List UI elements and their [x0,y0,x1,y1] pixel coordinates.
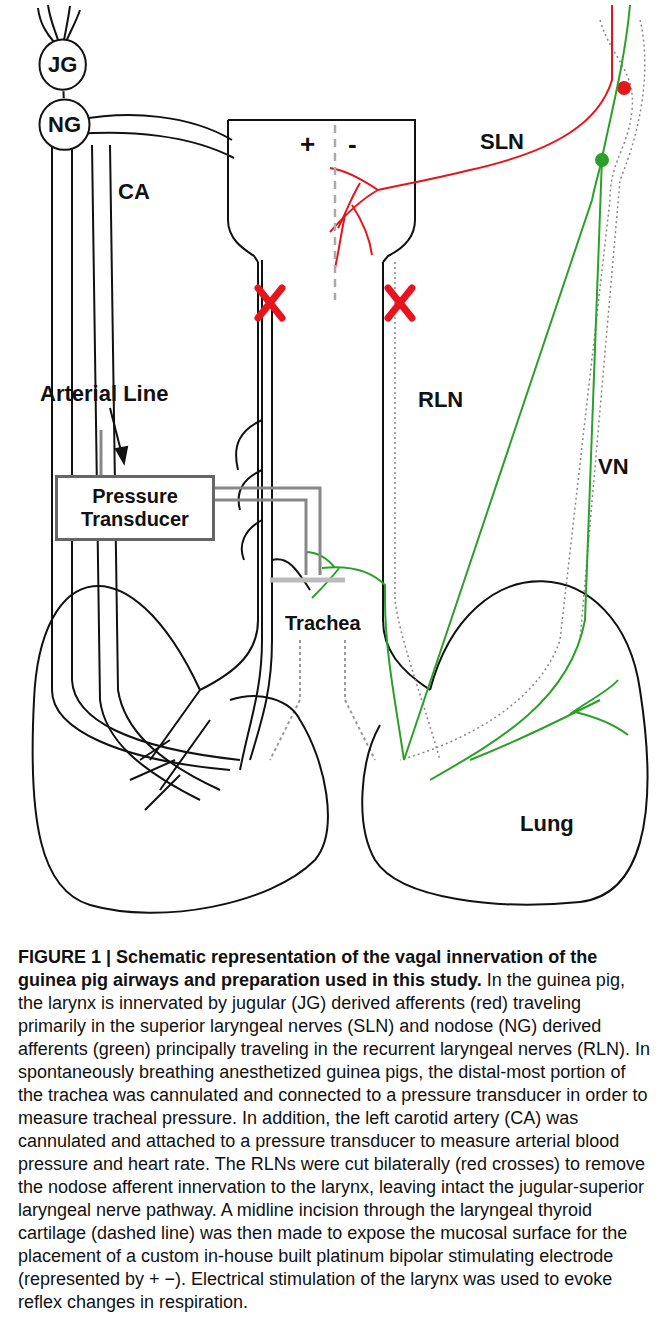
part-label: SLN [480,130,524,154]
part-label: Arterial Line [40,382,168,406]
part-label: RLN [418,388,463,412]
transducer-box: Pressure Transducer [55,475,215,541]
node-text: JG [48,52,77,77]
figure-caption-text: In the guinea pig, the larynx is innerva… [18,970,650,1312]
anatomy-illustration [0,0,668,940]
part-label: CA [118,180,150,204]
connector-layer [0,0,668,940]
part-label: + [300,130,315,159]
part-label: Lung [520,812,574,836]
part-label: - [348,130,357,159]
part-label: Trachea [285,612,361,634]
ganglion-node: JG [38,38,87,91]
node-text: NG [48,112,81,137]
part-label: VN [598,455,629,479]
node-text: Pressure Transducer [63,485,207,531]
nerve-connector [63,91,64,98]
figure-caption: FIGURE 1 | Schematic representation of t… [18,946,650,1314]
ganglion-node: NG [38,98,91,151]
